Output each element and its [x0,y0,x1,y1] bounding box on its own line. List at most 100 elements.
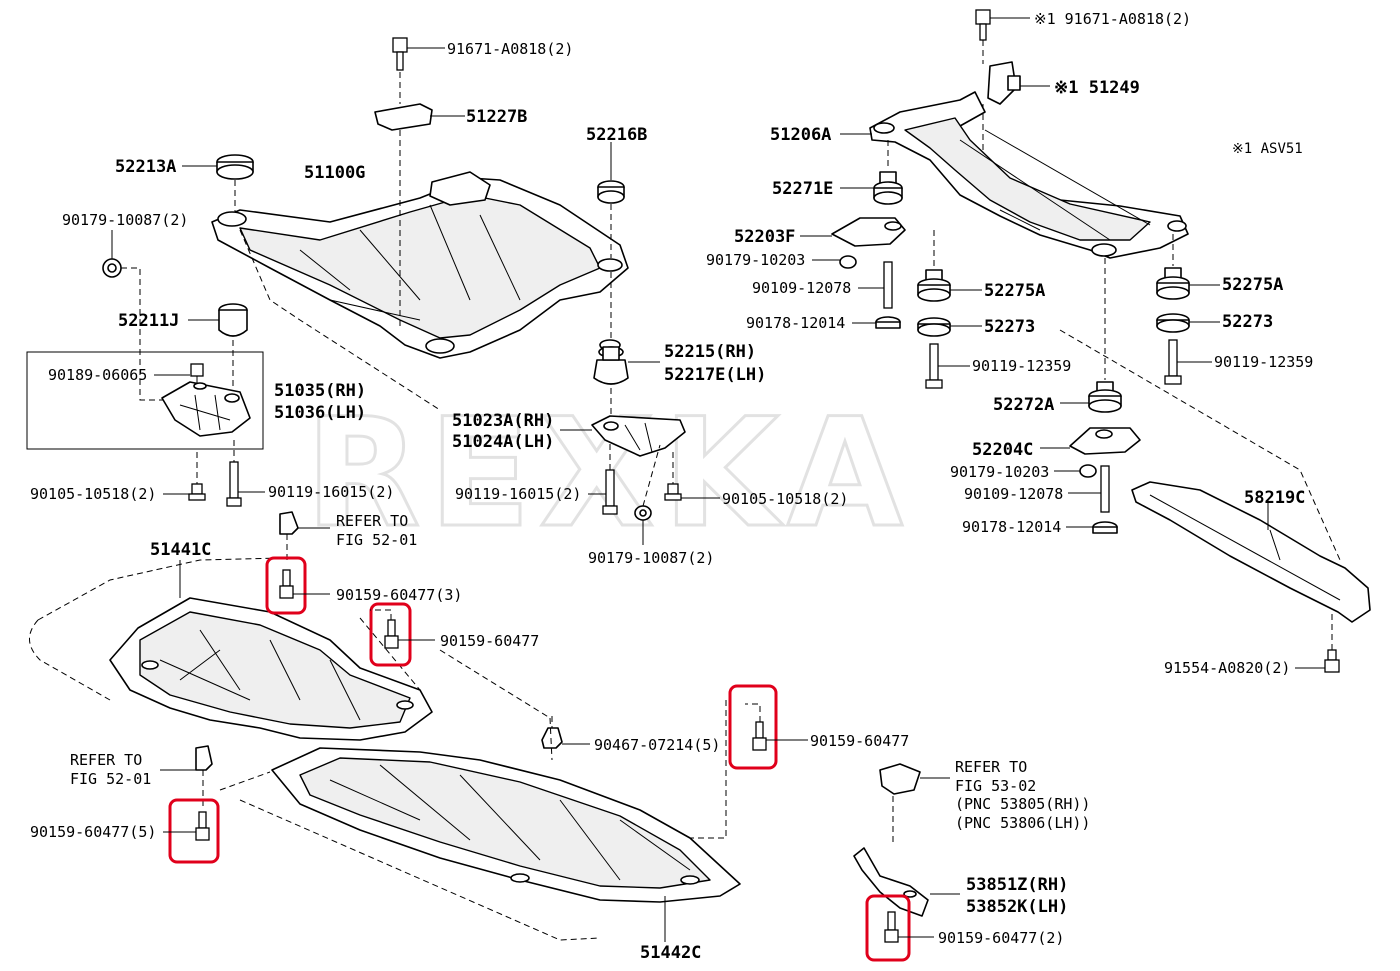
label-90179-10087-mid: 90179-10087(2) [588,549,714,567]
label-refer-3-line1: REFER TO [955,758,1027,776]
label-90105-10518-left: 90105-10518(2) [30,485,156,503]
bolt-90119-16015-left [226,440,242,507]
washer-90178-12014-bot [1092,521,1118,534]
label-52203f: 52203F [734,227,795,247]
bolt-91671-a0818-left [392,37,408,71]
label-52271e: 52271E [772,179,833,199]
label-90179-10203-top: 90179-10203 [706,251,805,269]
label-52273-right: 52273 [1222,312,1273,332]
brace-58219c [1131,481,1371,623]
cushion-52272a [1088,381,1122,413]
cushion-52213a [216,154,254,180]
label-91671-a0818-left: 91671-A0818(2) [447,40,573,58]
label-58219c: 58219C [1244,488,1305,508]
label-90105-10518-mid: 90105-10518(2) [722,490,848,508]
bolt-90159-60477-3 [279,569,294,599]
cushion-52215 [593,346,629,385]
refer-clip-2 [195,745,213,771]
label-refer-3-line3: (PNC 53805(RH)) [955,795,1090,813]
label-90109-12078-bot: 90109-12078 [964,485,1063,503]
crossmember-51206a [869,91,1189,259]
label-51024a-lh: 51024A(LH) [452,432,554,452]
label-52275a-left: 52275A [984,281,1045,301]
bracket-52203f [831,217,906,247]
label-90119-12359-left: 90119-12359 [972,357,1071,375]
label-51441c: 51441C [150,540,211,560]
bolt-91554-a0820 [1324,649,1340,673]
label-51035-rh: 51035(RH) [274,381,366,401]
bracket-51023a [591,415,686,457]
clip-90467-07214 [541,727,563,749]
bolt-90119-12359-left [925,343,943,389]
label-refer-1-line2: FIG 52-01 [336,531,417,549]
label-90109-12078-top: 90109-12078 [752,279,851,297]
label-90189-06065: 90189-06065 [48,366,147,384]
label-52215-rh: 52215(RH) [664,342,756,362]
bracket-52204c [1069,427,1141,455]
bolt-90159-60477-5 [195,811,210,841]
bracket-51227b [374,103,433,131]
label-90179-10203-bot: 90179-10203 [950,463,1049,481]
label-51100g: 51100G [304,163,365,183]
cushion-52271e [873,171,903,205]
label-refer-3-line2: FIG 53-02 [955,777,1036,795]
label-53852k-lh: 53852K(LH) [966,897,1068,917]
bolt-90159-60477-2 [884,911,899,943]
bolt-90109-12078-bot [1100,465,1110,513]
cushion-52216b [597,180,625,204]
highlight-box-2 [369,602,412,667]
bracket-51035 [161,381,251,437]
label-52204c: 52204C [972,440,1033,460]
refer-clip-3 [879,763,921,795]
label-90467-07214: 90467-07214(5) [594,736,720,754]
crossmember-51100g [211,171,629,359]
nut-90179-10203-bot [1079,464,1097,478]
label-51249: ※1 51249 [1054,78,1140,98]
label-52273-left: 52273 [984,317,1035,337]
bracket-51249 [987,61,1021,105]
label-91554-a0820: 91554-A0820(2) [1164,659,1290,677]
label-variant-note: ※1 ASV51 [1232,141,1303,157]
label-90159-60477-3: 90159-60477(3) [336,586,462,604]
label-90159-60477-2: 90159-60477(2) [938,929,1064,947]
label-52213a: 52213A [115,157,176,177]
label-90178-12014-bot: 90178-12014 [962,518,1061,536]
highlight-box-4 [728,684,778,770]
bracket-53851z [853,847,929,917]
bolt-90109-12078-top [883,261,893,309]
label-52211j: 52211J [118,311,179,331]
label-51206a: 51206A [770,125,831,145]
label-90159-60477-b: 90159-60477 [810,732,909,750]
label-90119-16015-left: 90119-16015(2) [268,483,394,501]
nut-90189-06065 [190,363,204,384]
cushion-52211j [218,303,248,337]
washer-52273-right [1156,313,1190,333]
inset-box [26,351,264,450]
cover-51441c [109,597,433,741]
label-52272a: 52272A [993,395,1054,415]
label-90119-16015-mid: 90119-16015(2) [455,485,581,503]
cover-51442c [271,747,741,903]
label-refer-2-line1: REFER TO [70,751,142,769]
nut-90179-10203-top [839,255,857,269]
label-91671-a0818-right: ※1 91671-A0818(2) [1034,10,1191,28]
label-52217e-lh: 52217E(LH) [664,365,766,385]
washer-52273-left [917,317,951,337]
label-53851z-rh: 53851Z(RH) [966,875,1068,895]
bolt-90105-10518-left [188,452,206,501]
label-90178-12014-top: 90178-12014 [746,314,845,332]
cushion-52275a-left [917,269,951,302]
label-51023a-rh: 51023A(RH) [452,411,554,431]
bolt-91671-a0818-right [975,9,991,41]
cushion-52275a-right [1156,267,1190,300]
bolt-90119-16015-mid [602,444,618,515]
label-90159-60477-5: 90159-60477(5) [30,823,156,841]
nut-90179-10087-left [102,258,122,278]
label-refer-2-line2: FIG 52-01 [70,770,151,788]
highlight-box-1 [265,556,307,615]
label-90179-10087-top: 90179-10087(2) [62,211,188,229]
label-90119-12359-right: 90119-12359 [1214,353,1313,371]
watermark: REXKA [305,387,911,561]
washer-90178-12014-top [875,316,901,329]
